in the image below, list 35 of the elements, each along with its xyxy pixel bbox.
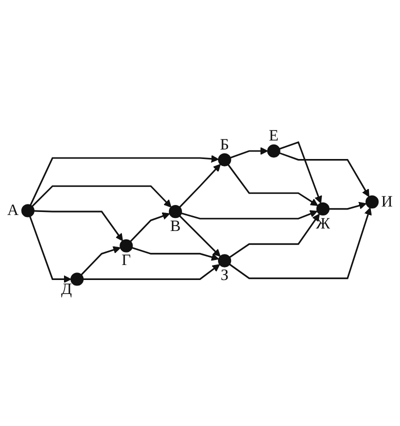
vertex-dot	[316, 202, 330, 216]
arrow	[29, 216, 72, 284]
arrow	[279, 152, 370, 198]
arrow	[230, 147, 268, 159]
arrow	[32, 185, 172, 208]
arrow	[130, 212, 170, 242]
vertex-dot	[218, 254, 232, 268]
arrow	[279, 141, 322, 204]
vertex-label: Е	[268, 128, 279, 145]
vertex-dot	[21, 204, 34, 218]
vertex-dot	[218, 153, 232, 166]
vertex-dot	[70, 272, 84, 286]
vertex-dot	[120, 239, 133, 252]
vertex-label: Г	[122, 252, 131, 270]
arrow	[228, 164, 318, 206]
vertex-label: Д	[61, 281, 72, 298]
arrow	[179, 215, 221, 257]
vertex-dot	[366, 195, 379, 209]
vertex-label: Б	[220, 136, 230, 154]
arrow	[30, 155, 219, 206]
arrow	[83, 264, 220, 280]
vertex-label: И	[381, 194, 393, 211]
arrow	[132, 247, 220, 261]
arrow	[179, 164, 221, 208]
vertex-label: А	[7, 202, 19, 220]
arrow	[181, 210, 318, 220]
vertex-dot	[168, 205, 182, 218]
vertex-dot	[267, 144, 280, 158]
arrow	[329, 202, 367, 210]
arrow	[80, 246, 121, 276]
arrow	[229, 208, 372, 280]
arrow	[34, 210, 123, 242]
arrow	[229, 214, 320, 258]
vertex-label: З	[220, 267, 229, 284]
vertex-label: В	[170, 218, 181, 236]
